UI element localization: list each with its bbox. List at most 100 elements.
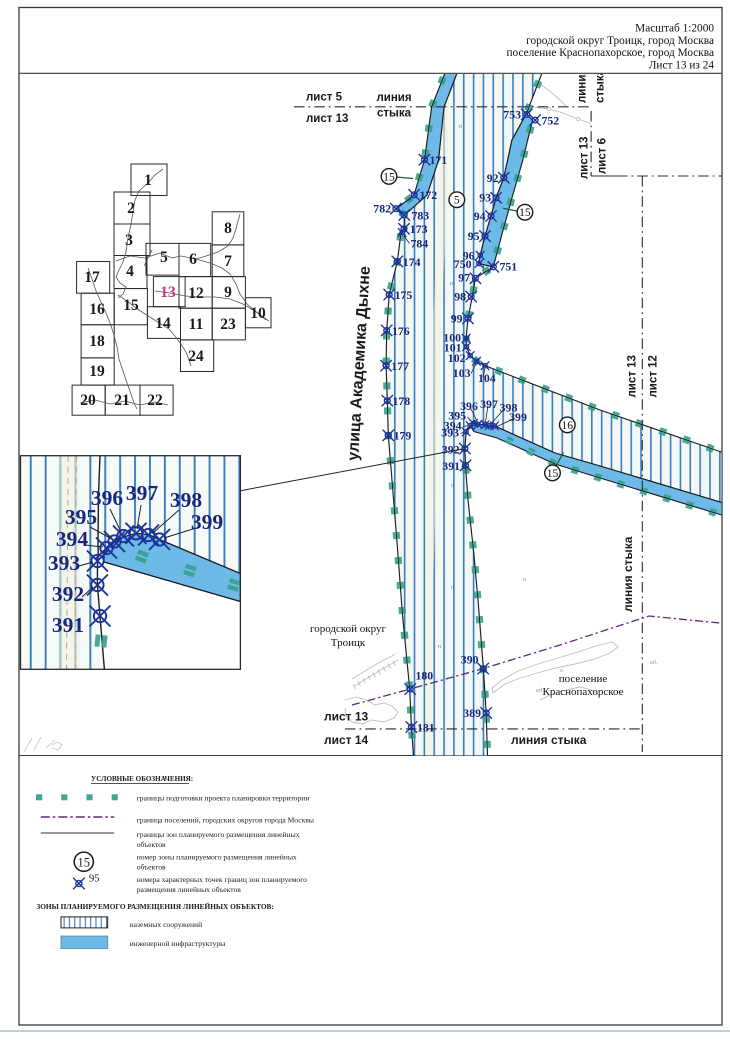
svg-text:783: 783: [412, 209, 430, 223]
svg-text:94: 94: [474, 209, 486, 223]
svg-text:95: 95: [468, 229, 480, 243]
svg-text:753: 753: [503, 108, 521, 122]
svg-text:20: 20: [80, 392, 96, 409]
svg-text:393: 393: [48, 551, 81, 575]
svg-text:99: 99: [451, 312, 463, 326]
svg-text:171: 171: [430, 153, 448, 167]
svg-text:393: 393: [441, 426, 459, 440]
svg-text:15: 15: [519, 207, 531, 219]
svg-text:границы подготовки проекта пла: границы подготовки проекта планировки те…: [137, 794, 310, 803]
svg-text:17: 17: [84, 269, 100, 286]
svg-text:13: 13: [160, 284, 176, 301]
svg-text:104: 104: [478, 371, 496, 385]
svg-text:18: 18: [89, 333, 105, 350]
svg-text:395: 395: [65, 505, 97, 529]
svg-text:23: 23: [220, 316, 236, 333]
svg-text:линия: линия: [577, 68, 589, 103]
svg-text:397: 397: [480, 397, 498, 411]
svg-text:номера характерных точек гр: номера характерных точек границ зон план…: [137, 875, 307, 884]
svg-text:7: 7: [224, 253, 232, 270]
svg-text:103: 103: [453, 366, 471, 380]
svg-text:линия стыка: линия стыка: [511, 733, 587, 747]
svg-text:1: 1: [144, 172, 152, 189]
svg-text:инженерной инфраструктуры: инженерной инфраструктуры: [130, 939, 226, 948]
svg-text:п: п: [459, 124, 463, 130]
svg-text:92: 92: [487, 171, 499, 185]
svg-text:15: 15: [547, 468, 559, 480]
svg-text:392: 392: [52, 582, 84, 606]
svg-text:10: 10: [250, 305, 266, 322]
svg-text:размещения линейных объектов: размещения линейных объектов: [137, 885, 242, 894]
svg-text:линия стыка: линия стыка: [621, 536, 635, 612]
svg-text:751: 751: [500, 260, 518, 274]
svg-text:100: 100: [443, 331, 461, 345]
svg-text:399: 399: [191, 510, 223, 534]
svg-text:24: 24: [188, 348, 204, 365]
svg-text:Краснопахорское: Краснопахорское: [542, 686, 623, 698]
svg-text:УСЛОВНЫЕ ОБОЗНАЧЕНИЯ:: УСЛОВНЫЕ ОБОЗНАЧЕНИЯ:: [91, 775, 193, 783]
svg-text:750: 750: [454, 257, 472, 271]
svg-text:Лист 13 из 24: Лист 13 из 24: [649, 59, 715, 71]
svg-text:8: 8: [224, 220, 232, 237]
svg-text:96: 96: [463, 249, 475, 263]
svg-text:объектов: объектов: [137, 863, 166, 872]
svg-text:9: 9: [224, 284, 232, 301]
svg-text:стыка: стыка: [377, 108, 412, 120]
svg-text:лист 13: лист 13: [324, 710, 369, 724]
svg-text:4: 4: [126, 263, 134, 280]
svg-text:396: 396: [91, 486, 124, 510]
svg-text:поселение Краснопахорское, гор: поселение Краснопахорское, город Москва: [506, 47, 714, 59]
svg-text:15: 15: [383, 171, 395, 183]
svg-text:394: 394: [444, 419, 462, 433]
svg-text:2: 2: [127, 200, 135, 217]
svg-text:12: 12: [188, 285, 204, 302]
svg-text:лист 13: лист 13: [306, 113, 348, 125]
svg-text:линия: линия: [376, 92, 411, 104]
svg-text:394: 394: [56, 527, 89, 551]
svg-text:398: 398: [170, 488, 203, 512]
svg-text:лист 6: лист 6: [597, 138, 609, 174]
svg-text:181: 181: [417, 721, 435, 735]
svg-text:6: 6: [189, 251, 197, 268]
svg-text:98: 98: [454, 290, 466, 304]
svg-text:лист 14: лист 14: [324, 733, 369, 747]
svg-text:93: 93: [479, 191, 491, 205]
svg-text:п: п: [438, 644, 442, 650]
svg-text:101: 101: [444, 341, 462, 355]
svg-text:399: 399: [509, 410, 527, 424]
svg-text:397: 397: [126, 481, 159, 505]
svg-text:752: 752: [542, 114, 560, 128]
svg-text:п: п: [451, 483, 455, 489]
svg-text:14: 14: [155, 315, 171, 332]
svg-text:391: 391: [52, 613, 84, 637]
svg-text:номер зоны планируемого размещ: номер зоны планируемого размещения линей…: [137, 853, 297, 862]
svg-text:п: п: [450, 281, 454, 287]
svg-text:97: 97: [458, 271, 470, 285]
svg-text:176: 176: [392, 324, 410, 338]
svg-text:784: 784: [411, 237, 429, 251]
svg-text:3: 3: [125, 232, 133, 249]
svg-text:395: 395: [448, 409, 466, 423]
svg-text:177: 177: [391, 359, 409, 373]
svg-text:179: 179: [394, 429, 412, 443]
svg-text:15: 15: [78, 855, 91, 869]
svg-text:398: 398: [500, 401, 518, 415]
svg-text:15: 15: [123, 297, 139, 314]
svg-text:ЗОНЫ ПЛАНИРУЕМОГО РАЗМЕЩЕНИЯ Л: ЗОНЫ ПЛАНИРУЕМОГО РАЗМЕЩЕНИЯ ЛИНЕЙНЫХ ОБ…: [36, 902, 273, 911]
svg-text:объектов: объектов: [137, 840, 166, 849]
svg-text:19: 19: [89, 363, 105, 380]
svg-text:5: 5: [160, 249, 168, 266]
svg-text:лист 13: лист 13: [627, 355, 639, 397]
svg-text:389: 389: [463, 706, 481, 720]
svg-text:о: о: [560, 667, 564, 674]
svg-text:лист 13: лист 13: [579, 137, 591, 179]
svg-text:Троицк: Троицк: [331, 637, 366, 649]
svg-text:н: н: [523, 576, 526, 583]
svg-text:стыка: стыка: [595, 68, 607, 103]
svg-text:178: 178: [393, 394, 411, 408]
svg-text:границы зон планируемого разме: границы зон планируемого размещения лине…: [137, 830, 300, 839]
svg-text:городской округ: городской округ: [310, 623, 387, 635]
svg-text:16: 16: [89, 301, 105, 318]
svg-text:16: 16: [562, 420, 574, 432]
svg-text:вд.: вд.: [536, 687, 544, 694]
